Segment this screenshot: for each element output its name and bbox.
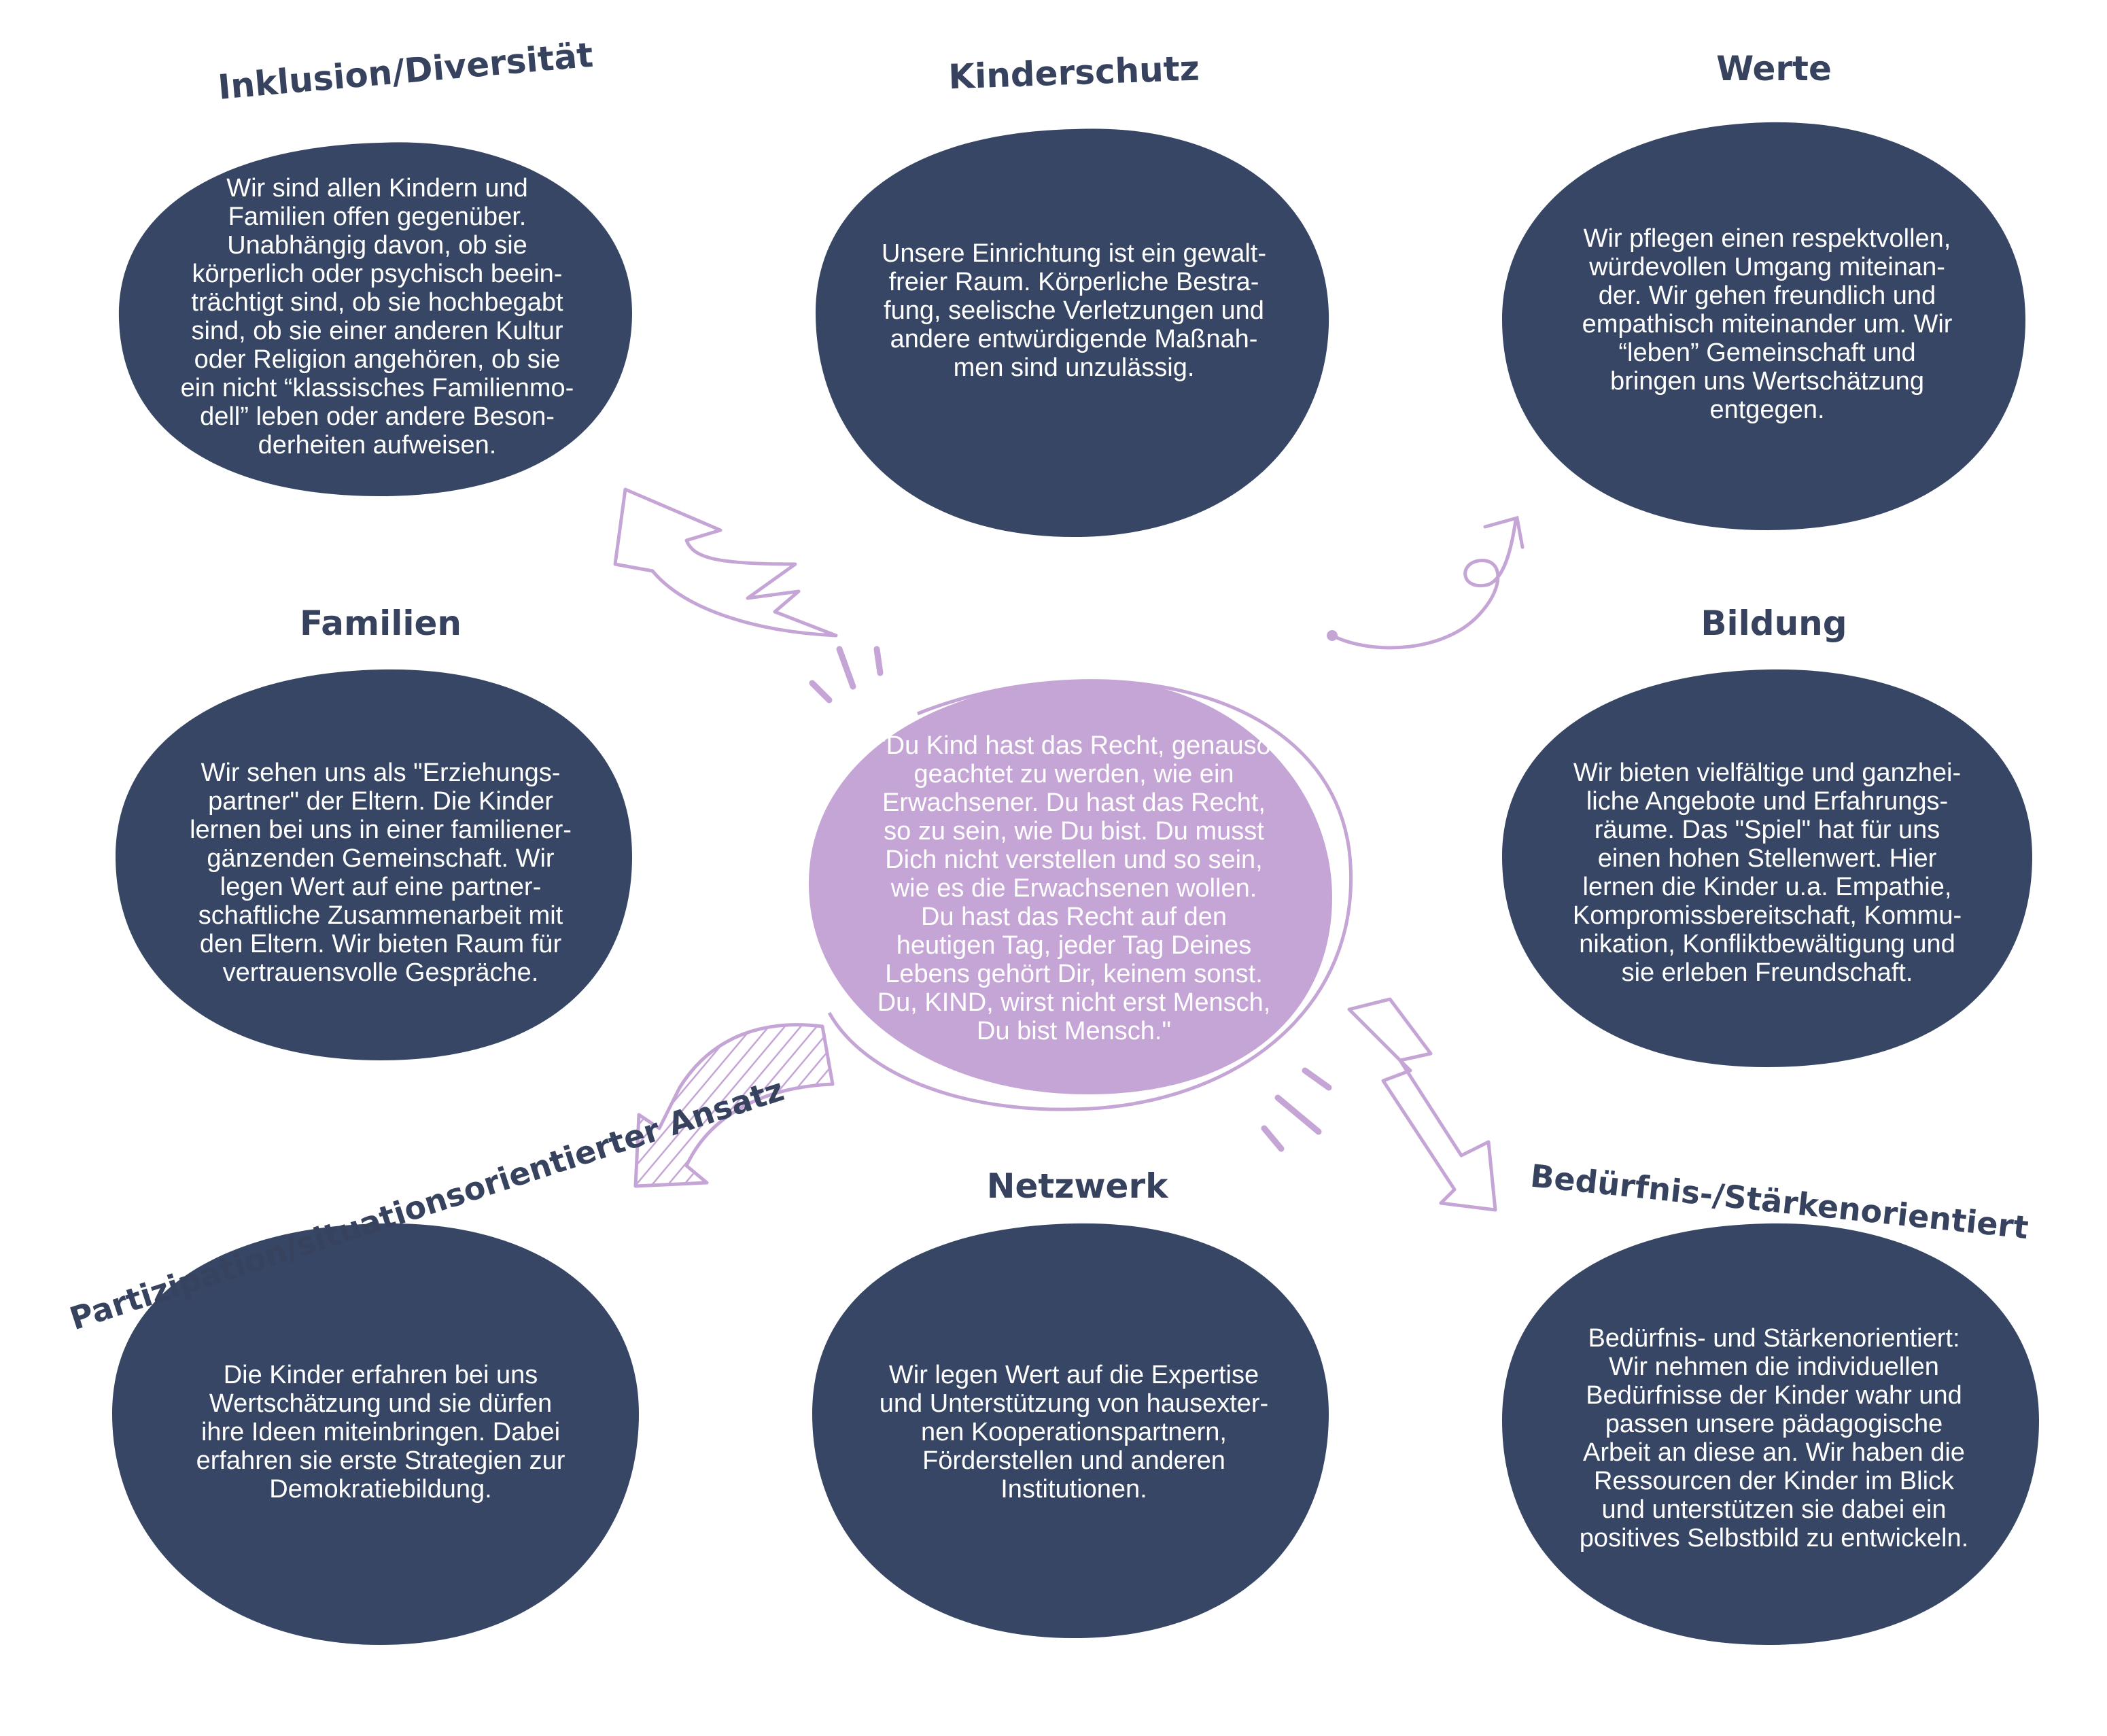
title-netzwerk: Netzwerk bbox=[986, 1166, 1168, 1206]
arrow-up-left bbox=[613, 487, 838, 638]
text-kinderschutz: Unsere Einrichtung ist ein gewalt-freier… bbox=[881, 239, 1267, 382]
tick-marks-bottom bbox=[1261, 1067, 1332, 1152]
text-werte: Wir pflegen einen respektvollen,würdevol… bbox=[1582, 224, 1953, 424]
arrow-zigzag-down-right bbox=[1347, 997, 1497, 1212]
blob-beduerfnis bbox=[1502, 1223, 2039, 1645]
center-circle bbox=[809, 679, 1332, 1094]
title-familien: Familien bbox=[300, 604, 462, 643]
blob-inklusion bbox=[118, 142, 633, 496]
text-familien: Wir sehen uns als "Erziehungs-partner" d… bbox=[190, 759, 572, 987]
blob-netzwerk bbox=[812, 1223, 1329, 1638]
center-circle-outline bbox=[827, 679, 1353, 1111]
blob-werte bbox=[1502, 122, 2025, 530]
arrow-swirl-head bbox=[1483, 515, 1525, 549]
text-bildung: Wir bieten vielfältige und ganzhei-liche… bbox=[1572, 759, 1962, 987]
title-bildung: Bildung bbox=[1701, 604, 1847, 643]
tick-marks-top bbox=[809, 646, 884, 704]
text-beduerfnis: Bedürfnis- und Stärkenorientiert:Wir neh… bbox=[1579, 1324, 1969, 1552]
arrow-hatched-down-left bbox=[633, 1023, 835, 1188]
arrow-swirl-dot bbox=[1327, 630, 1338, 641]
blob-partizipation bbox=[112, 1223, 639, 1645]
blob-bildung bbox=[1502, 669, 2032, 1067]
blob-familien bbox=[116, 669, 632, 1060]
blob-kinderschutz bbox=[816, 128, 1329, 537]
title-werte: Werte bbox=[1716, 49, 1832, 88]
arrow-swirl-right bbox=[1330, 518, 1518, 650]
